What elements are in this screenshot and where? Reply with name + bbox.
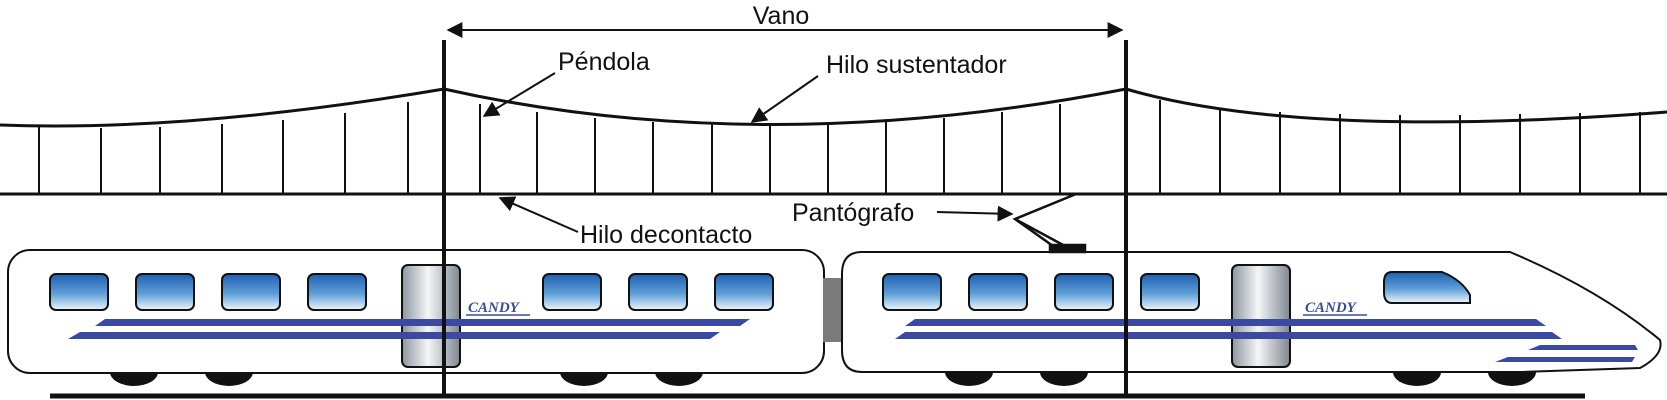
span-label: Vano [753, 2, 810, 30]
car-stripe [1495, 357, 1635, 362]
cab-window [1383, 271, 1471, 304]
droppers [38, 100, 1641, 194]
car-stripe [1528, 345, 1638, 350]
dropper-leader [482, 72, 556, 117]
messenger-wire [0, 87, 1667, 128]
car-windows [882, 273, 1200, 311]
coupler [823, 278, 843, 342]
dropper-label: Péndola [558, 48, 650, 76]
car-door [1231, 264, 1291, 368]
brand-logo: CANDY [1305, 300, 1358, 316]
contact-leader [498, 196, 579, 233]
messenger-leader [750, 75, 819, 123]
contact-wire-label: Hilo decontacto [580, 221, 752, 249]
pantograph [1012, 192, 1087, 254]
messenger-wire-label: Hilo sustentador [826, 51, 1007, 79]
car-stripe [68, 332, 720, 339]
train-car-rear: CANDY [7, 249, 825, 386]
car-stripe [95, 319, 750, 326]
pantograph-leader [936, 205, 1014, 222]
car-windows [49, 273, 774, 311]
car-stripe [895, 332, 1562, 339]
car-door [401, 264, 461, 368]
car-stripe [905, 319, 1546, 326]
brand-logo: CANDY [468, 300, 521, 316]
car-wheels [945, 372, 1536, 386]
train-car-front: CANDY [841, 251, 1662, 386]
car-wheels [110, 372, 703, 386]
pantograph-label: Pantógrafo [792, 199, 914, 227]
